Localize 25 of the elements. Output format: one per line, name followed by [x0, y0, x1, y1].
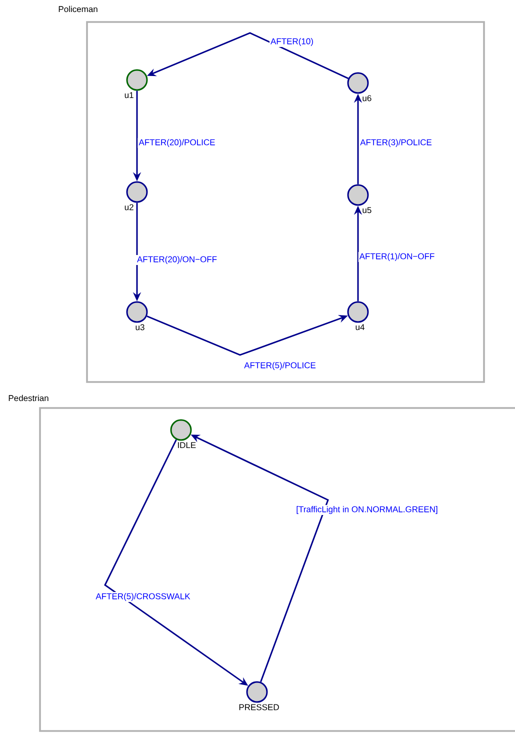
state-label: u4 [356, 324, 364, 330]
edge-label: AFTER(5)/CROSSWALK [94, 592, 192, 602]
state-label: u3 [136, 324, 144, 330]
state-circle [246, 681, 268, 703]
edge-label: AFTER(10) [270, 37, 314, 47]
state-label: u1 [124, 92, 134, 98]
state-circle [347, 301, 369, 323]
state-circle [347, 184, 369, 206]
initial-state-circle [126, 69, 148, 91]
edge-label: AFTER(1)/ON−OFF [358, 252, 436, 262]
edge-label: AFTER(20)/POLICE [138, 138, 216, 148]
edge-label: AFTER(3)/POLICE [359, 138, 433, 148]
state-circle [126, 181, 148, 203]
state-label: IDLE [178, 442, 196, 448]
node-label: Policeman [58, 6, 98, 12]
state-label: u5 [362, 207, 372, 214]
initial-state-circle [170, 419, 192, 441]
edge-label: [TrafficLight in ON.NORMAL.GREEN] [295, 505, 439, 515]
state-circle [347, 72, 369, 94]
state-label: u2 [124, 204, 134, 210]
state-label: PRESSED [239, 704, 279, 710]
state-label: u6 [362, 95, 372, 102]
edge-label: AFTER(5)/POLICE [243, 361, 317, 371]
state-circle [126, 301, 148, 323]
edge-label: AFTER(20)/ON−OFF [136, 255, 218, 265]
